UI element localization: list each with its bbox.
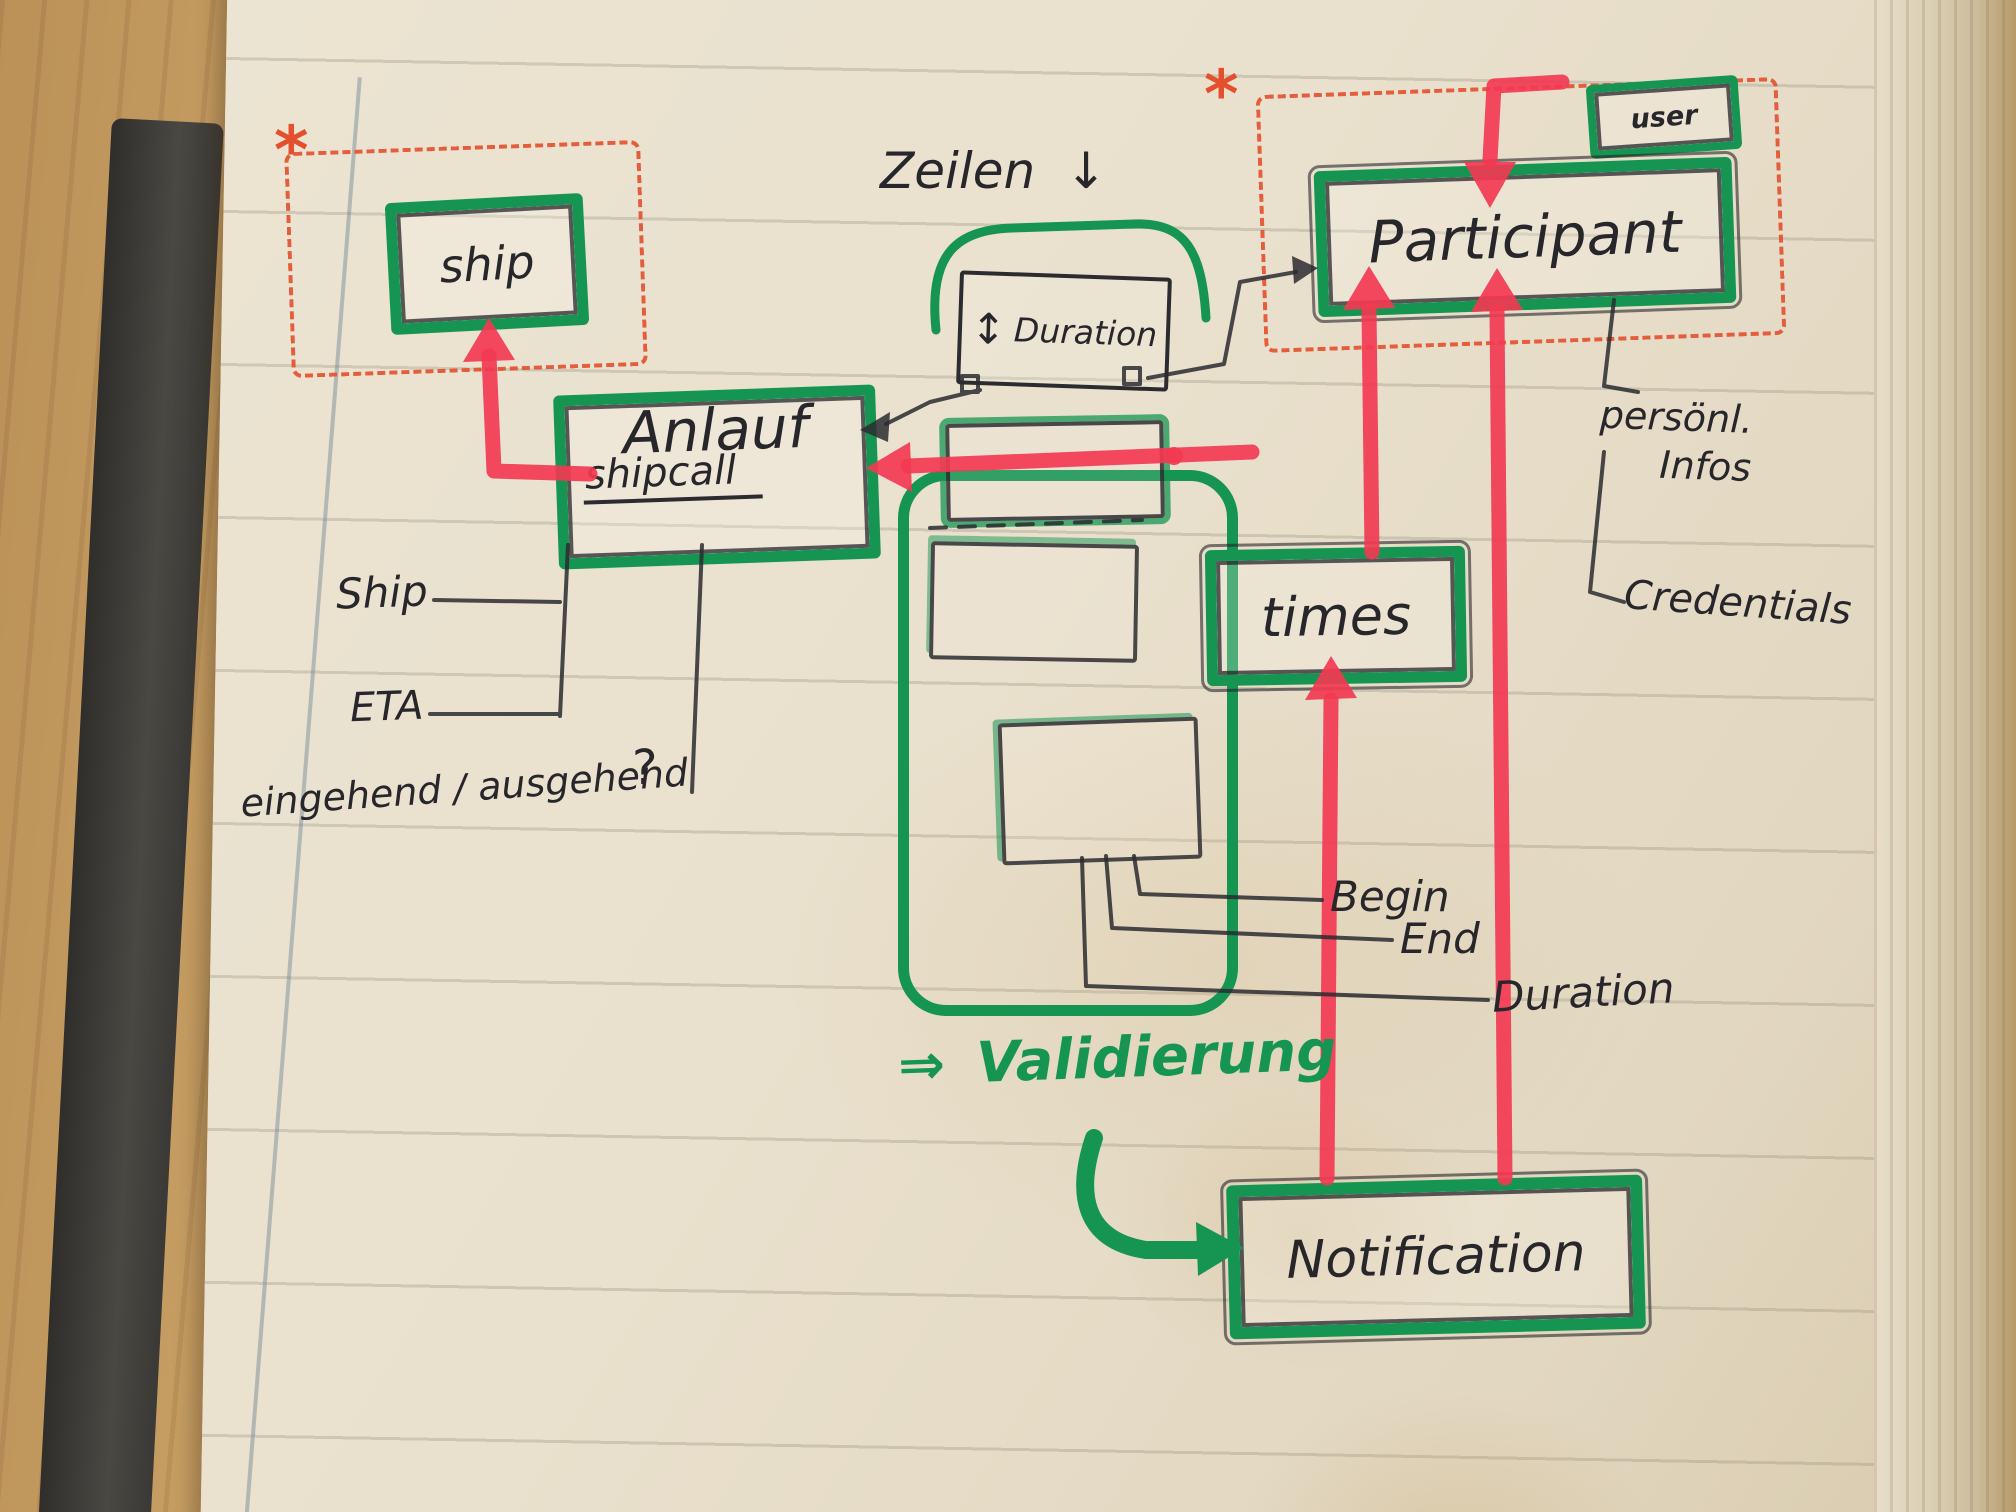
anlauf-entity-sublabel: shipcall	[582, 446, 764, 505]
time-entry-box-2	[928, 541, 1140, 663]
ship-entity-box: ship	[384, 192, 590, 336]
page-stack-edge	[1874, 0, 2016, 1512]
participant-entity-label: Participant	[1367, 197, 1683, 277]
ship-region-asterisk: *	[274, 112, 309, 189]
times-group-container	[898, 470, 1238, 1016]
zeilen-label: Zeilen	[880, 142, 1036, 200]
in-out-question-mark: ?	[632, 740, 658, 796]
begin-attr-label: Begin	[1330, 872, 1450, 921]
times-entity-box: times	[1198, 539, 1474, 693]
ship-entity-label: ship	[438, 234, 536, 294]
notification-entity-label: Notification	[1285, 1223, 1587, 1291]
notification-entity-box: Notification	[1219, 1168, 1653, 1346]
participant-entity-box: Participant	[1307, 150, 1743, 324]
eta-attr-label: ETA	[349, 682, 425, 732]
user-entity-box: user	[1585, 74, 1743, 160]
down-arrow-icon: ↓	[1065, 142, 1108, 200]
double-arrow-icon: ⇒	[896, 1032, 947, 1099]
duration-field-box: ↕ Duration	[956, 270, 1172, 392]
time-entry-box-3	[997, 716, 1203, 866]
ship-attr-label: Ship	[335, 566, 429, 619]
updown-arrow-icon: ↕	[969, 303, 1007, 354]
zeilen-annotation: Zeilen ↓	[880, 142, 1107, 200]
participant-region-asterisk: *	[1204, 56, 1239, 133]
user-entity-label: user	[1629, 99, 1699, 135]
personal-infos-label: persönl. Infos	[1599, 392, 1754, 490]
time-entry-box-1	[945, 420, 1165, 522]
duration-field-label: Duration	[1013, 309, 1158, 354]
end-attr-label: End	[1400, 914, 1480, 963]
anlauf-entity-box: Anlauf shipcall	[553, 384, 881, 570]
validierung-label: Validierung	[975, 1018, 1338, 1096]
times-entity-label: times	[1260, 583, 1412, 649]
duration-attr-label: Duration	[1490, 963, 1676, 1022]
